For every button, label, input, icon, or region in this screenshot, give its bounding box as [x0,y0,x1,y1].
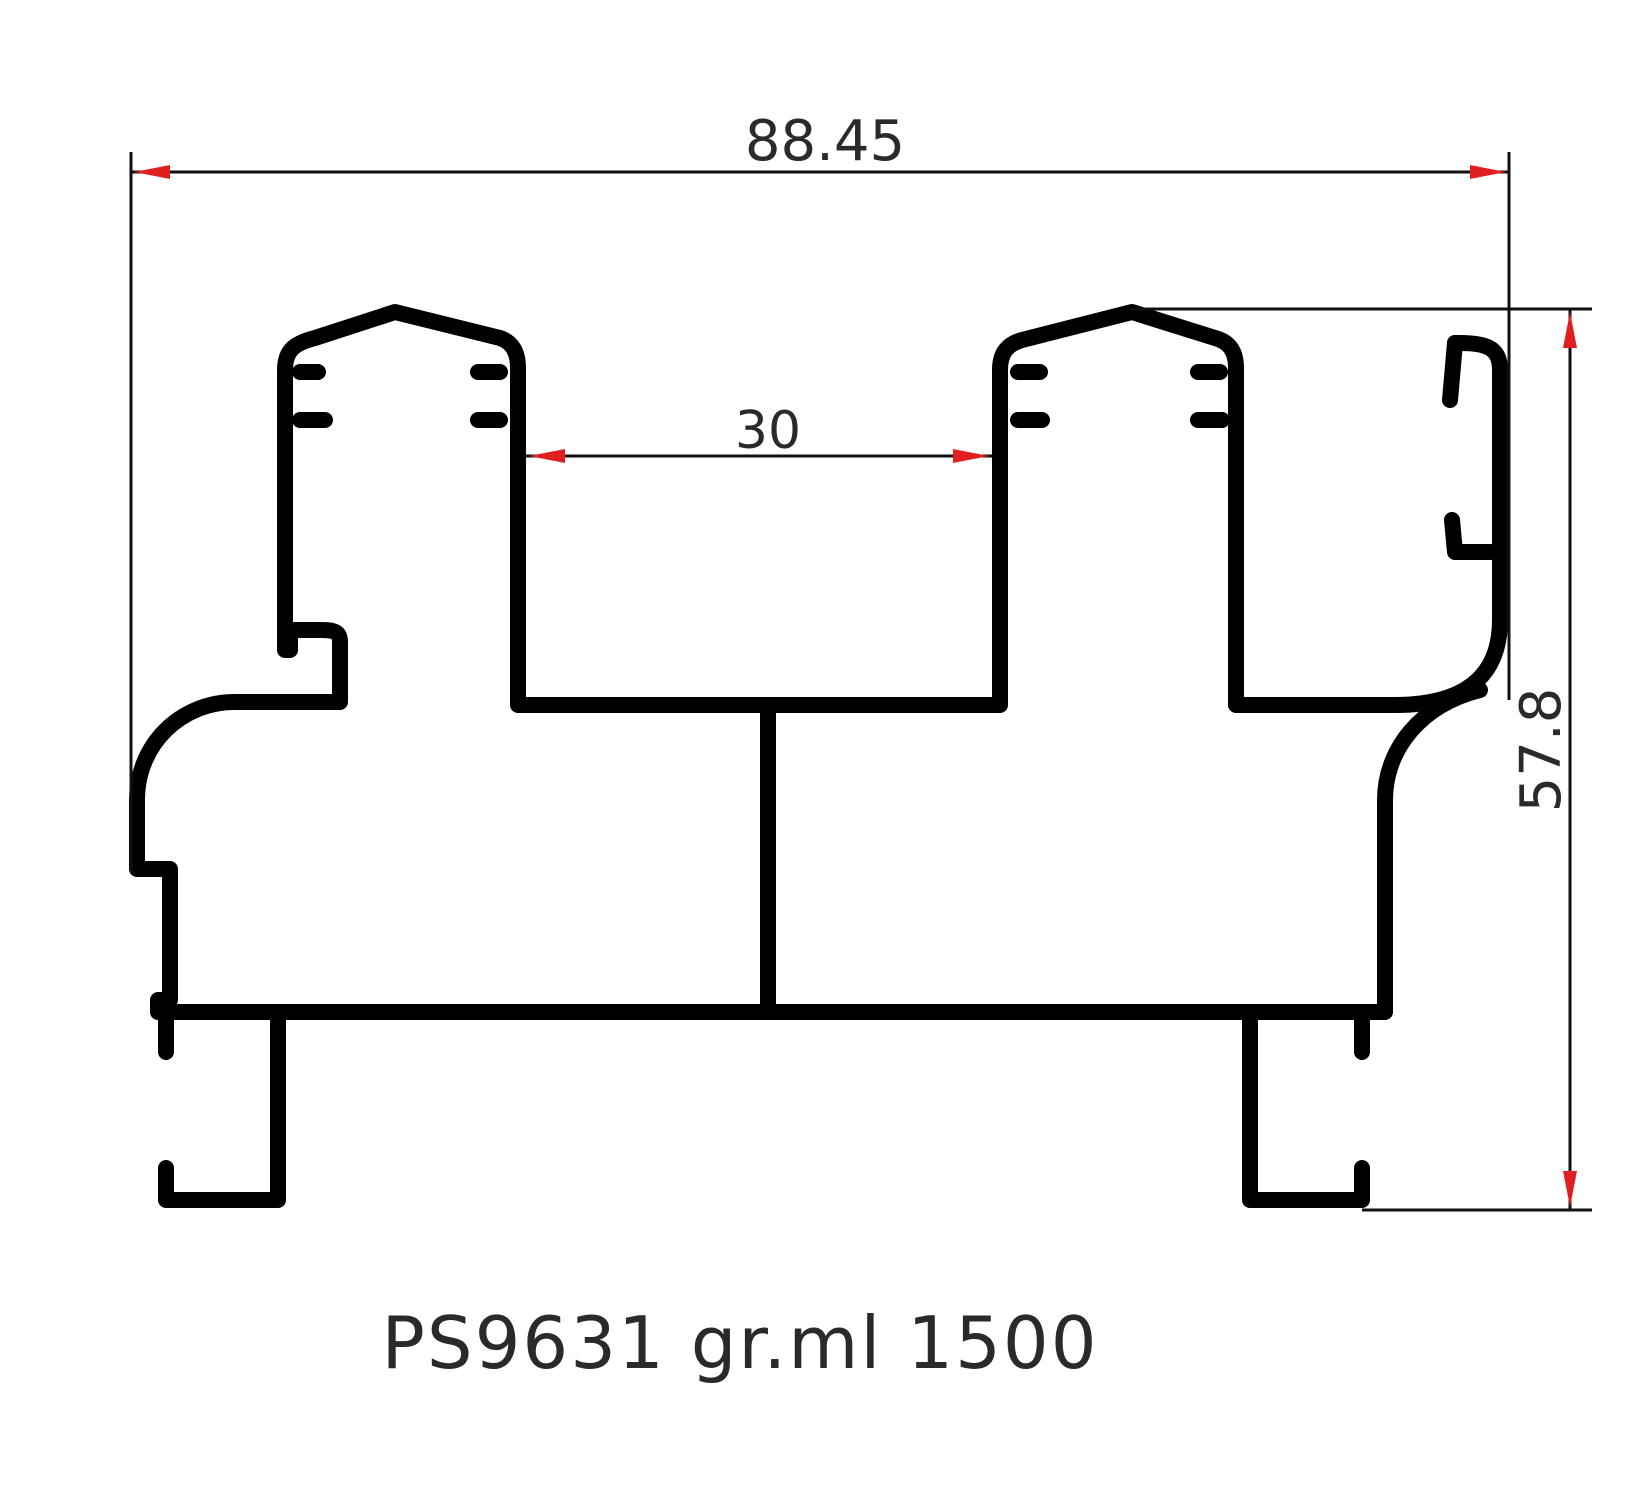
height-arrow-top [1563,312,1577,348]
left-channel-hook-left [292,364,333,428]
right-side-clip [1442,335,1498,560]
width-arrow-right [1470,165,1506,179]
dimension-lines [129,152,1592,1212]
dimension-arrows [134,165,1577,1207]
overall-width-label: 88.45 [745,109,905,174]
channel-gap-label: 30 [735,401,801,461]
left-lower-leg [158,1012,286,1208]
left-channel-hook-right [470,364,508,428]
gap-arrow-left [529,449,565,463]
overall-height-label: 57.8 [1509,688,1574,813]
right-channel-hook-right [1190,364,1230,428]
aluminium-profile [129,304,1508,1208]
profile-left-outline [129,304,1508,1020]
height-arrow-bottom [1563,1171,1577,1207]
profile-caption: PS9631 gr.ml 1500 [381,1301,1098,1385]
gap-arrow-right [953,449,989,463]
right-channel-hook-left [1010,364,1050,428]
right-lower-leg [1242,1012,1370,1208]
profile-right-outline [1357,682,1488,1020]
width-arrow-left [134,165,170,179]
